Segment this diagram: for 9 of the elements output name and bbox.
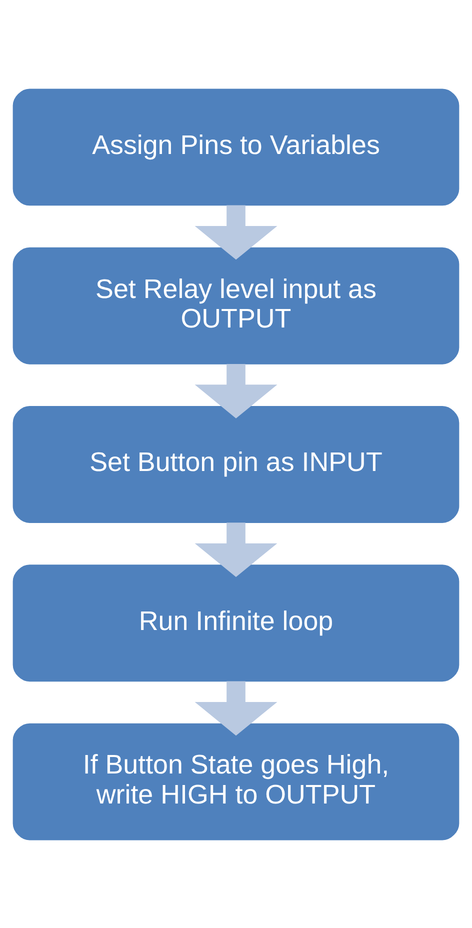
arrow xyxy=(194,680,278,736)
arrow xyxy=(194,204,278,260)
node-box: Set Relay level input as OUTPUT xyxy=(12,246,460,364)
arrow xyxy=(194,363,278,418)
arrow xyxy=(194,522,278,576)
node-box: Assign Pins to Variables xyxy=(12,88,460,206)
node-box: Set Button pin as INPUT xyxy=(12,406,460,522)
node-box: Run Infinite loop xyxy=(12,564,460,682)
node-box: If Button State goes High, write HIGH to OUTPUT xyxy=(12,722,460,840)
